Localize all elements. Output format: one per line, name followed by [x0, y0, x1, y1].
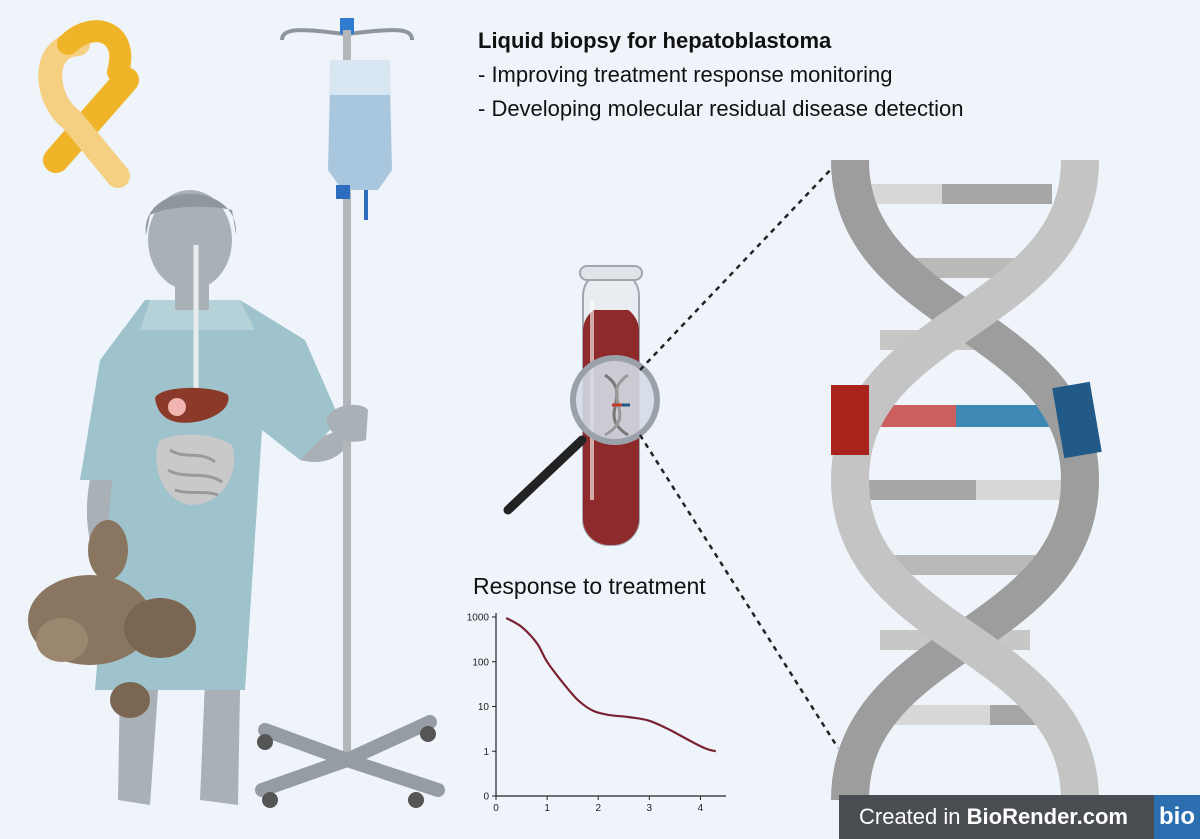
page-title: Liquid biopsy for hepatoblastoma [478, 28, 832, 53]
y-tick-label: 100 [472, 657, 489, 668]
y-tick-label: 0 [483, 792, 489, 803]
x-tick-label: 3 [647, 803, 653, 814]
y-tick-label: 1 [483, 747, 489, 758]
y-tick-label: 10 [478, 702, 490, 713]
biorender-logo-icon: bio [1154, 795, 1200, 839]
header-text: Liquid biopsy for hepatoblastoma - Impro… [478, 24, 1078, 126]
chart-axes [495, 613, 726, 797]
dna-helix [830, 159, 1102, 801]
zoom-guide-line [638, 434, 840, 749]
badge-brand: BioRender.com [966, 804, 1128, 829]
chart-ticks: 0 1 10 100 1000 0 1 2 3 4 [467, 613, 704, 815]
bullet-mrd-detection: - Developing molecular residual disease … [478, 96, 964, 121]
awareness-ribbon-icon [38, 20, 139, 188]
magnifying-glass-icon [503, 355, 660, 515]
biorender-badge[interactable]: Created in BioRender.com bio [839, 795, 1200, 839]
x-tick-label: 0 [493, 803, 499, 814]
chart-series-line [505, 617, 717, 753]
badge-text: Created in BioRender.com [839, 804, 1153, 830]
y-tick-label: 1000 [467, 613, 490, 624]
x-tick-label: 2 [595, 803, 601, 814]
chart-title: Response to treatment [473, 573, 706, 599]
x-tick-label: 4 [698, 803, 704, 814]
iv-stand [255, 18, 445, 808]
child-patient [28, 190, 356, 805]
badge-prefix: Created in [859, 804, 967, 829]
response-chart: 0 1 10 100 1000 0 1 2 3 4 [467, 613, 726, 815]
zoom-guide-line [639, 164, 836, 371]
x-tick-label: 1 [544, 803, 550, 814]
teddy-bear-icon [28, 520, 196, 718]
bullet-treatment-monitoring: - Improving treatment response monitorin… [478, 62, 893, 87]
